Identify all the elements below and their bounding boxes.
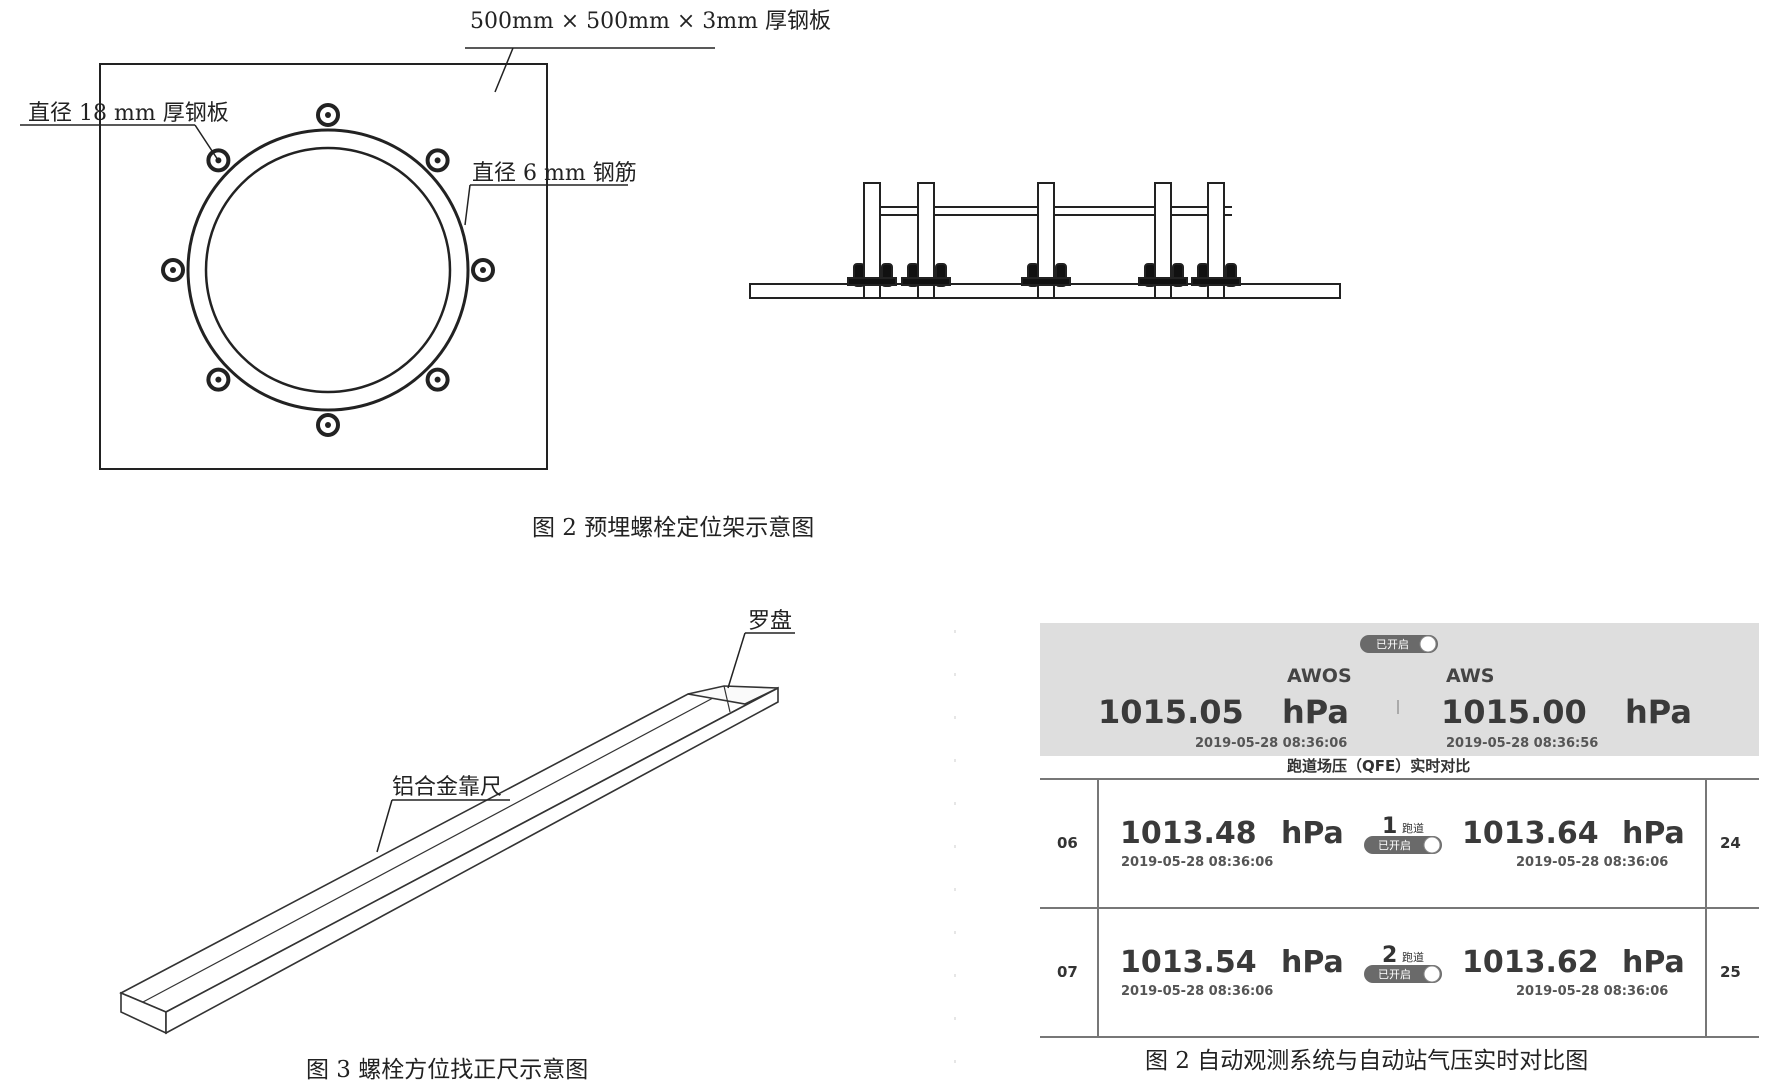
bolt-hole bbox=[325, 422, 331, 428]
inner-ring bbox=[204, 146, 452, 394]
runway-1-right-time: 2019-05-28 08:36:06 bbox=[1516, 855, 1668, 870]
runway-2-number-label: 跑道 bbox=[1402, 950, 1424, 964]
ruler-drawing bbox=[119, 685, 779, 1035]
bolt-label: 直径 18 mm 厚钢板 bbox=[28, 101, 229, 126]
awos-unit: hPa bbox=[1282, 693, 1349, 731]
awos-time: 2019-05-28 08:36:06 bbox=[1195, 736, 1347, 751]
washer bbox=[847, 277, 897, 286]
bolt-post bbox=[1154, 182, 1172, 299]
runway-table-lines bbox=[1040, 778, 1759, 1038]
plan-leaders bbox=[20, 47, 715, 226]
rebar-label: 直径 6 mm 钢筋 bbox=[472, 161, 637, 186]
plate-label: 500mm × 500mm × 3mm 厚钢板 bbox=[470, 9, 831, 34]
bolt-hole bbox=[434, 376, 441, 383]
ruler-label: 铝合金靠尺 bbox=[392, 775, 502, 800]
plate-elevation-view bbox=[749, 182, 1341, 299]
washer bbox=[1191, 277, 1241, 286]
compass-label: 罗盘 bbox=[748, 609, 792, 634]
runway-2-right-id: 25 bbox=[1720, 963, 1741, 981]
fig-top-caption: 图 2 预埋螺栓定位架示意图 bbox=[532, 515, 814, 541]
runway-2-number: 2 bbox=[1382, 943, 1397, 968]
awos-label: AWOS bbox=[1287, 665, 1352, 687]
runway-2-left-value: 1013.54 bbox=[1120, 945, 1257, 980]
bolt-hole bbox=[170, 267, 176, 273]
bolt-post bbox=[863, 182, 881, 299]
washer bbox=[1138, 277, 1188, 286]
washer bbox=[901, 277, 951, 286]
steel-plate bbox=[99, 63, 548, 470]
runway-1-left-time: 2019-05-28 08:36:06 bbox=[1121, 855, 1273, 870]
washer bbox=[1021, 277, 1071, 286]
aws-time: 2019-05-28 08:36:56 bbox=[1446, 736, 1598, 751]
runway-1-number: 1 bbox=[1382, 814, 1397, 839]
bolt-post bbox=[1207, 182, 1225, 299]
compass bbox=[687, 685, 779, 705]
bolt-post bbox=[917, 182, 935, 299]
bolt-hole bbox=[325, 112, 331, 118]
fig-pressure-caption: 图 2 自动观测系统与自动站气压实时对比图 bbox=[1145, 1048, 1588, 1074]
aws-label: AWS bbox=[1446, 665, 1495, 687]
runway-2-left-id: 07 bbox=[1057, 963, 1078, 981]
runway-row-1: 06 1013.48 hPa 2019-05-28 08:36:06 1 跑道 … bbox=[1057, 814, 1741, 870]
runway-1-left-id: 06 bbox=[1057, 834, 1078, 852]
plate-plan-view bbox=[99, 63, 548, 470]
runway-2-toggle-label: 已开启 bbox=[1378, 968, 1411, 981]
qfe-subtitle: 跑道场压（QFE）实时对比 bbox=[1287, 757, 1470, 775]
runway-2-left-unit: hPa bbox=[1281, 945, 1344, 980]
ruler-leaders bbox=[376, 632, 795, 853]
runway-1-left-unit: hPa bbox=[1281, 816, 1344, 851]
runway-2-left-time: 2019-05-28 08:36:06 bbox=[1121, 984, 1273, 999]
runway-1-right-value: 1013.64 bbox=[1462, 816, 1599, 851]
outer-ring bbox=[186, 128, 470, 412]
runway-2-right-unit: hPa bbox=[1622, 945, 1685, 980]
bolt-posts bbox=[847, 182, 1241, 299]
runway-1-number-label: 跑道 bbox=[1402, 821, 1424, 835]
top-toggle[interactable]: 已开启 bbox=[1360, 635, 1438, 653]
aws-value: 1015.00 bbox=[1441, 693, 1587, 731]
fig-ruler-caption: 图 3 螺栓方位找正尺示意图 bbox=[306, 1057, 588, 1082]
aws-unit: hPa bbox=[1625, 693, 1692, 731]
runway-1-left-value: 1013.48 bbox=[1120, 816, 1257, 851]
runway-1-toggle[interactable]: 已开启 bbox=[1364, 836, 1442, 854]
bolt-hole bbox=[480, 267, 486, 273]
runway-1-right-unit: hPa bbox=[1622, 816, 1685, 851]
bolt-post bbox=[1037, 182, 1055, 299]
bolt-hole bbox=[434, 157, 441, 164]
pressure-panel: 已开启 AWOS AWS 1015.05 hPa 1015.00 hPa 201… bbox=[1040, 623, 1759, 1038]
runway-1-right-id: 24 bbox=[1720, 834, 1741, 852]
runway-2-toggle[interactable]: 已开启 bbox=[1364, 965, 1442, 983]
runway-2-right-value: 1013.62 bbox=[1462, 945, 1599, 980]
awos-value: 1015.05 bbox=[1098, 693, 1244, 731]
bolt-holes bbox=[161, 103, 495, 437]
runway-row-2: 07 1013.54 hPa 2019-05-28 08:36:06 2 跑道 … bbox=[1057, 943, 1741, 999]
bolt-hole bbox=[215, 376, 222, 383]
runway-1-toggle-label: 已开启 bbox=[1378, 839, 1411, 852]
top-toggle-label: 已开启 bbox=[1376, 638, 1409, 651]
runway-2-right-time: 2019-05-28 08:36:06 bbox=[1516, 984, 1668, 999]
